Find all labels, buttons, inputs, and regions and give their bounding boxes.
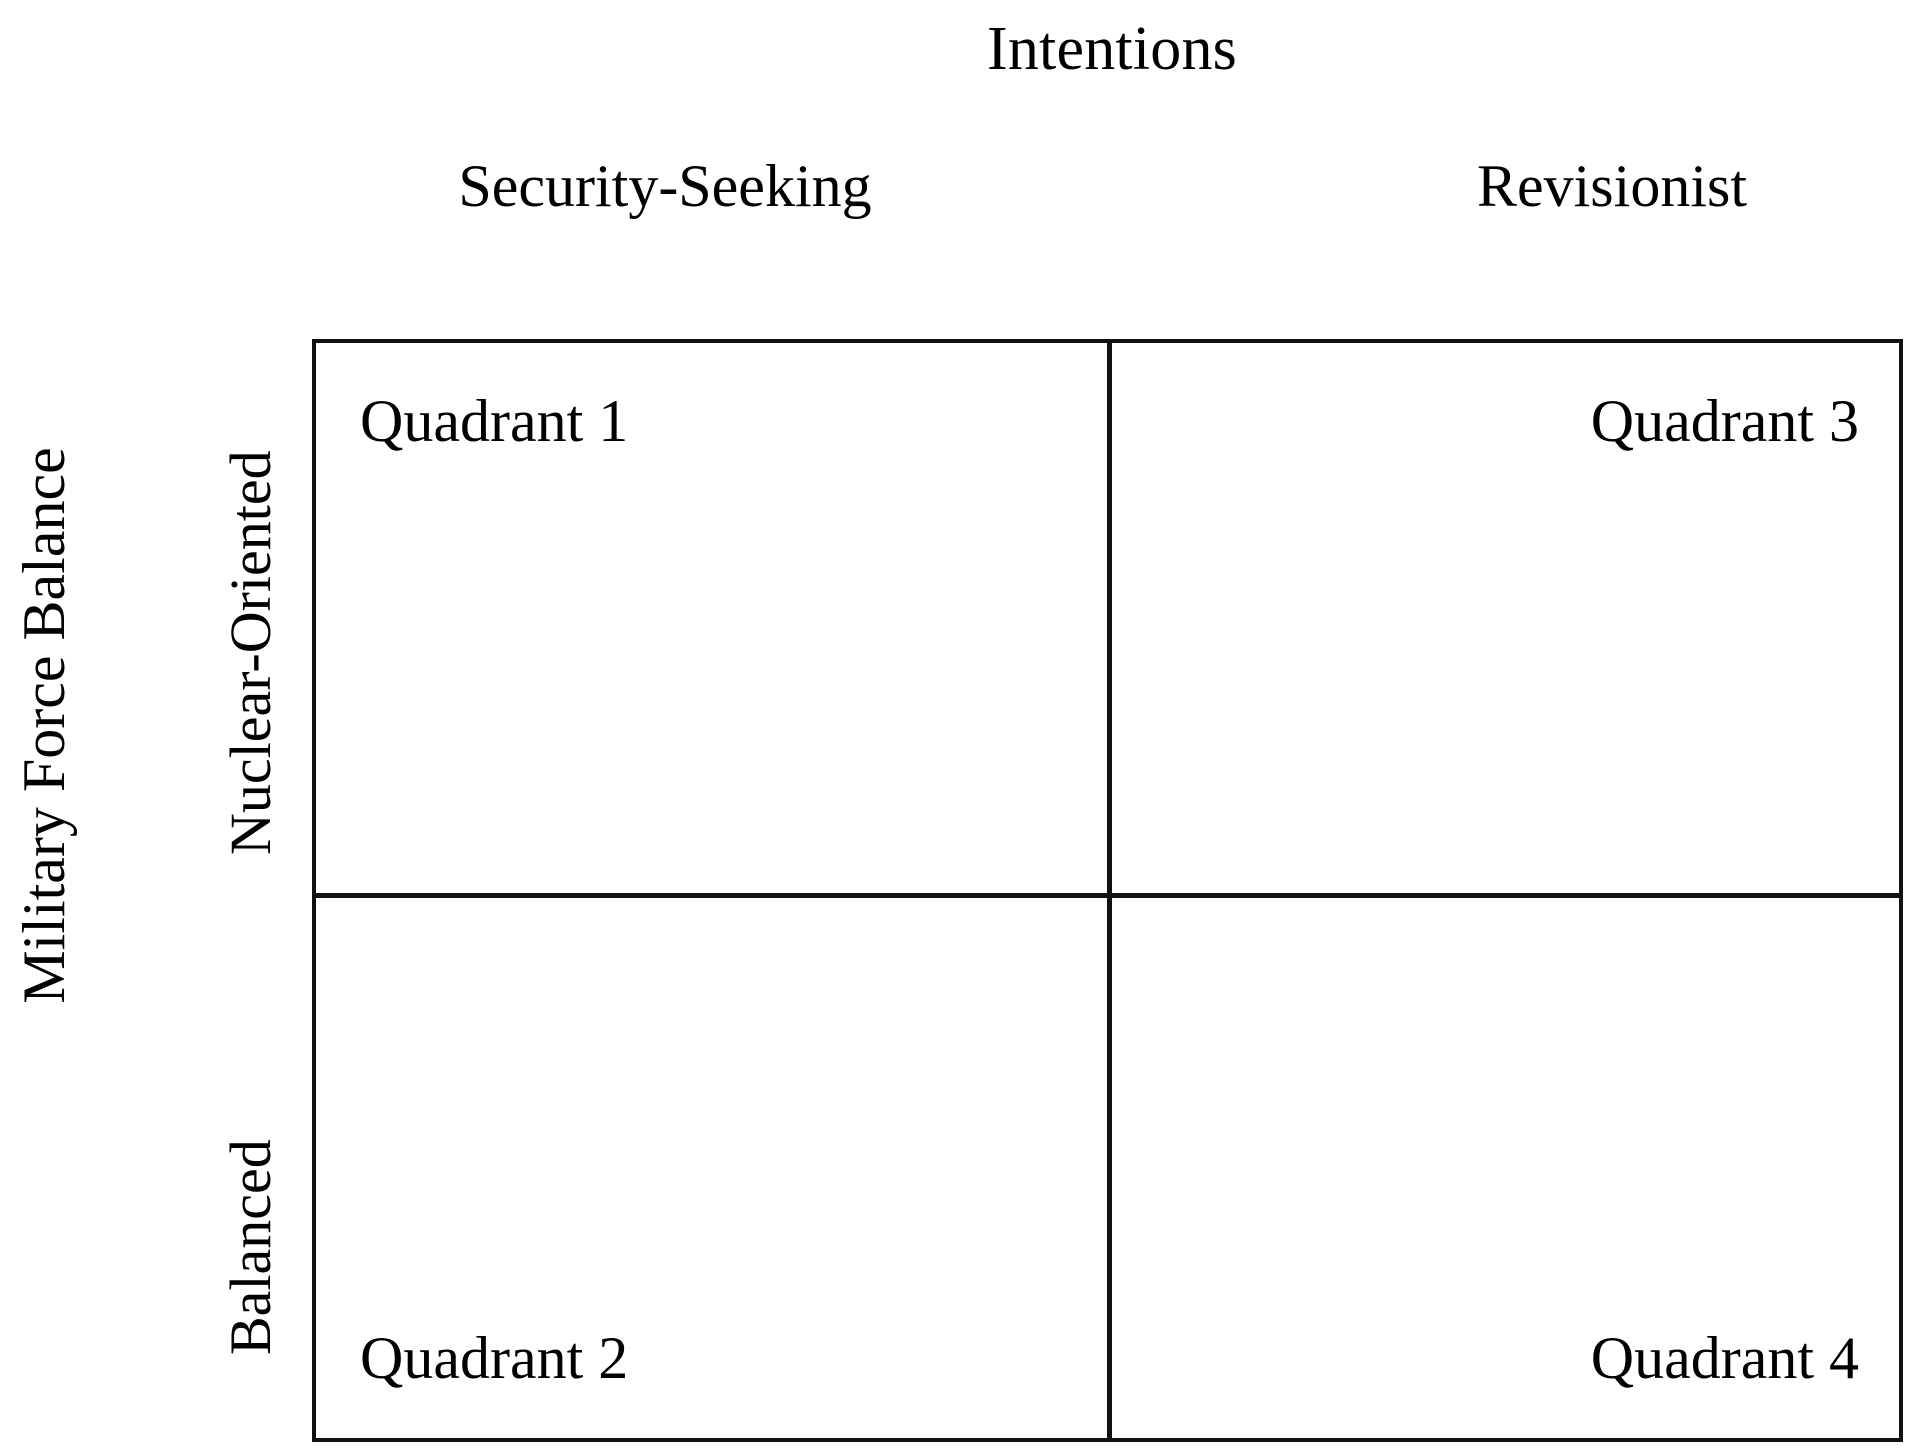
quadrant-label-3: Quadrant 3 bbox=[1590, 388, 1859, 454]
matrix-horizontal-divider bbox=[316, 893, 1899, 898]
quadrant-cell-3[interactable]: Quadrant 3 bbox=[1112, 343, 1903, 893]
column-header-revisionist: Revisionist bbox=[1476, 153, 1748, 219]
x-axis-title: Intentions bbox=[987, 15, 1237, 83]
row-header-nuclear-oriented: Nuclear-Oriented bbox=[218, 339, 292, 855]
quadrant-label-4: Quadrant 4 bbox=[1590, 1325, 1859, 1391]
quadrant-cell-1[interactable]: Quadrant 1 bbox=[316, 343, 1107, 893]
row-header-balanced: Balanced bbox=[218, 903, 292, 1355]
y-axis-title-text: Military Force Balance bbox=[11, 447, 77, 1004]
quadrant-cell-4[interactable]: Quadrant 4 bbox=[1112, 898, 1903, 1438]
quadrant-cell-2[interactable]: Quadrant 2 bbox=[316, 898, 1107, 1438]
row-header-balanced-text: Balanced bbox=[218, 1139, 283, 1355]
quadrant-label-1: Quadrant 1 bbox=[360, 388, 629, 454]
y-axis-title: Military Force Balance bbox=[0, 0, 112, 1451]
row-header-nuclear-oriented-text: Nuclear-Oriented bbox=[218, 450, 283, 855]
matrix-vertical-divider bbox=[1107, 343, 1112, 1438]
matrix-box: Quadrant 1 Quadrant 3 Quadrant 2 Quadran… bbox=[312, 339, 1903, 1442]
column-header-security-seeking: Security-Seeking bbox=[458, 153, 872, 219]
quadrant-label-2: Quadrant 2 bbox=[360, 1325, 629, 1391]
